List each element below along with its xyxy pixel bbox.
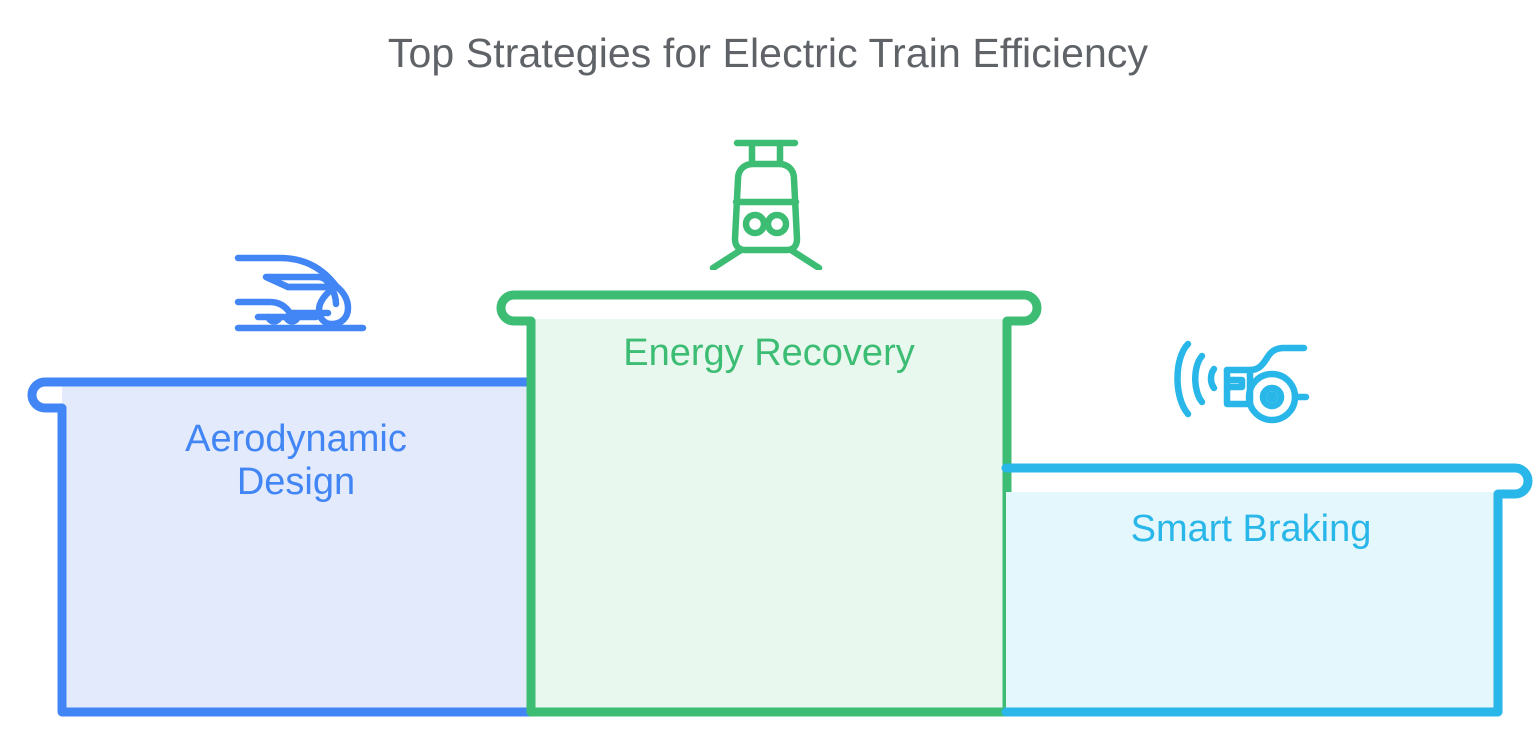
bar-fill-braking <box>1006 472 1498 712</box>
bar-outline-aerodynamic <box>27 377 540 717</box>
page-title: Top Strategies for Electric Train Effici… <box>387 30 1149 76</box>
bar-smart-braking[interactable] <box>1001 463 1536 722</box>
bar-fill-energy <box>531 319 1007 712</box>
bar-outline-braking <box>1001 463 1533 717</box>
bar-aerodynamic-design[interactable] <box>27 377 540 722</box>
bar-energy-recovery[interactable] <box>496 290 1043 722</box>
proximity-sensor-vehicle-icon <box>1172 336 1312 428</box>
bullet-train-icon <box>228 244 373 344</box>
bar-outline-energy <box>496 290 1042 717</box>
bar-fill-aerodynamic <box>62 386 535 712</box>
tram-front-icon <box>707 134 825 270</box>
